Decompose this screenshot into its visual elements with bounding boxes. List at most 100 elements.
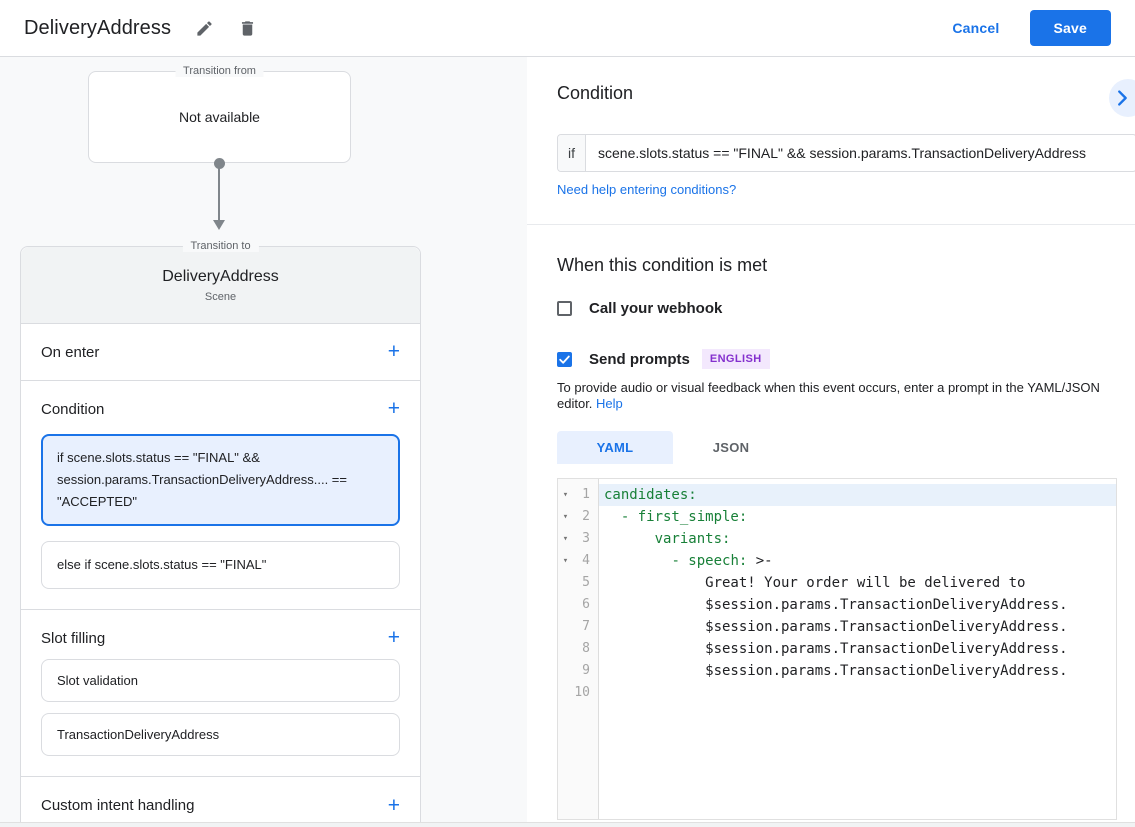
if-prefix: if (558, 135, 586, 171)
custom-intent-label: Custom intent handling (41, 797, 194, 814)
scene-header[interactable]: DeliveryAddress Scene (21, 247, 420, 324)
webhook-row: Call your webhook (557, 300, 722, 317)
prompt-description: To provide audio or visual feedback when… (557, 380, 1123, 412)
line-number: 10 (573, 682, 598, 704)
tab-yaml[interactable]: YAML (557, 431, 673, 464)
yaml-text-token (604, 531, 655, 547)
webhook-checkbox[interactable] (557, 301, 572, 316)
header: DeliveryAddress Cancel Save (0, 0, 1135, 57)
chevron-right-icon (1111, 87, 1133, 109)
yaml-key-token: - first_simple: (621, 509, 747, 525)
condition-section-label: Condition (41, 401, 104, 418)
scene-type: Scene (21, 291, 420, 303)
code-line-5[interactable]: Great! Your order will be delivered to (599, 572, 1116, 594)
code-line-2[interactable]: - first_simple: (599, 506, 1116, 528)
editor-code[interactable]: candidates: - first_simple: variants: - … (599, 479, 1116, 819)
transition-from-label: Transition from (175, 65, 264, 77)
transition-from-value: Not available (89, 109, 350, 125)
slot-filling-section: Slot filling + Slot validationTransactio… (21, 610, 420, 777)
trash-icon (238, 19, 257, 38)
add-custom-intent-icon[interactable]: + (388, 796, 400, 816)
section-divider (527, 224, 1135, 225)
horizontal-scrollbar[interactable] (0, 822, 1135, 827)
help-link[interactable]: Help (596, 396, 623, 411)
line-number: 7 (573, 616, 598, 638)
webhook-label: Call your webhook (589, 300, 722, 317)
delete-scene-button[interactable] (238, 19, 257, 38)
triangle-down-icon[interactable]: ▾ (558, 506, 573, 528)
line-number: 6 (573, 594, 598, 616)
code-line-10[interactable] (599, 682, 1116, 704)
yaml-text-token: >- (747, 553, 772, 569)
scene-name: DeliveryAddress (21, 247, 420, 286)
pencil-icon (195, 19, 214, 38)
slot-card-1[interactable]: TransactionDeliveryAddress (41, 713, 400, 756)
slot-cards: Slot validationTransactionDeliveryAddres… (41, 659, 400, 756)
condition-card-1[interactable]: else if scene.slots.status == "FINAL" (41, 541, 400, 589)
title-group: DeliveryAddress (24, 17, 257, 40)
triangle-down-icon[interactable]: ▾ (558, 484, 573, 506)
condition-cards: if scene.slots.status == "FINAL" && sess… (41, 434, 400, 589)
code-line-8[interactable]: $session.params.TransactionDeliveryAddre… (599, 638, 1116, 660)
yaml-text-token (604, 509, 621, 525)
arrow-down-icon (213, 220, 225, 230)
connector-line (218, 163, 220, 221)
add-on-enter-icon[interactable]: + (388, 342, 400, 362)
condition-section: Condition + if scene.slots.status == "FI… (21, 381, 420, 610)
yaml-text-token: Great! Your order will be delivered to (604, 575, 1025, 591)
checkmark-icon (558, 353, 571, 366)
send-prompts-label: Send prompts (589, 351, 690, 368)
edit-scene-button[interactable] (195, 19, 214, 38)
add-slot-icon[interactable]: + (388, 628, 400, 648)
line-number: 9 (573, 660, 598, 682)
yaml-text-token: $session.params.TransactionDeliveryAddre… (604, 663, 1068, 679)
language-badge: ENGLISH (702, 349, 770, 369)
yaml-key-token: candidates: (604, 487, 697, 503)
yaml-text-token (604, 553, 671, 569)
slot-filling-label: Slot filling (41, 630, 105, 647)
line-number: 5 (573, 572, 598, 594)
header-actions: Cancel Save (952, 10, 1111, 46)
line-number: 3 (573, 528, 598, 550)
yaml-text-token: $session.params.TransactionDeliveryAddre… (604, 641, 1068, 657)
editor-tabs: YAMLJSON (557, 431, 789, 464)
custom-intent-section[interactable]: Custom intent handling + (21, 777, 420, 827)
condition-heading: Condition (557, 83, 633, 104)
line-number: 2 (573, 506, 598, 528)
line-number: 8 (573, 638, 598, 660)
code-line-4[interactable]: - speech: >- (599, 550, 1116, 572)
triangle-down-icon[interactable]: ▾ (558, 550, 573, 572)
add-condition-icon[interactable]: + (388, 399, 400, 419)
save-button[interactable]: Save (1030, 10, 1112, 46)
line-number: 4 (573, 550, 598, 572)
scene-card: Transition to DeliveryAddress Scene On e… (20, 246, 421, 827)
on-enter-section[interactable]: On enter + (21, 324, 420, 381)
yaml-key-token: variants: (655, 531, 731, 547)
condition-expression-input[interactable]: scene.slots.status == "FINAL" && session… (586, 135, 1135, 171)
yaml-editor: ▾1▾2▾3▾45678910 candidates: - first_simp… (557, 478, 1117, 820)
transition-to-label: Transition to (182, 240, 258, 252)
prompts-row: Send prompts ENGLISH (557, 349, 770, 369)
tab-json[interactable]: JSON (673, 431, 789, 464)
yaml-key-token: - speech: (671, 553, 747, 569)
code-line-1[interactable]: candidates: (599, 484, 1116, 506)
code-line-7[interactable]: $session.params.TransactionDeliveryAddre… (599, 616, 1116, 638)
collapse-panel-button[interactable] (1109, 79, 1135, 117)
yaml-text-token: $session.params.TransactionDeliveryAddre… (604, 597, 1068, 613)
editor-gutter: ▾1▾2▾3▾45678910 (558, 479, 599, 819)
condition-card-0[interactable]: if scene.slots.status == "FINAL" && sess… (41, 434, 400, 526)
page-title: DeliveryAddress (24, 17, 171, 40)
prompt-description-text: To provide audio or visual feedback when… (557, 380, 1100, 411)
code-line-9[interactable]: $session.params.TransactionDeliveryAddre… (599, 660, 1116, 682)
on-enter-label: On enter (41, 344, 99, 361)
send-prompts-checkbox[interactable] (557, 352, 572, 367)
code-line-6[interactable]: $session.params.TransactionDeliveryAddre… (599, 594, 1116, 616)
cancel-button[interactable]: Cancel (952, 20, 999, 36)
triangle-down-icon[interactable]: ▾ (558, 528, 573, 550)
code-line-3[interactable]: variants: (599, 528, 1116, 550)
slot-card-0[interactable]: Slot validation (41, 659, 400, 702)
flow-panel: Transition from Not available Transition… (0, 57, 527, 827)
conditions-help-link[interactable]: Need help entering conditions? (557, 182, 736, 197)
condition-met-heading: When this condition is met (557, 255, 767, 276)
transition-from-box: Transition from Not available (88, 71, 351, 163)
